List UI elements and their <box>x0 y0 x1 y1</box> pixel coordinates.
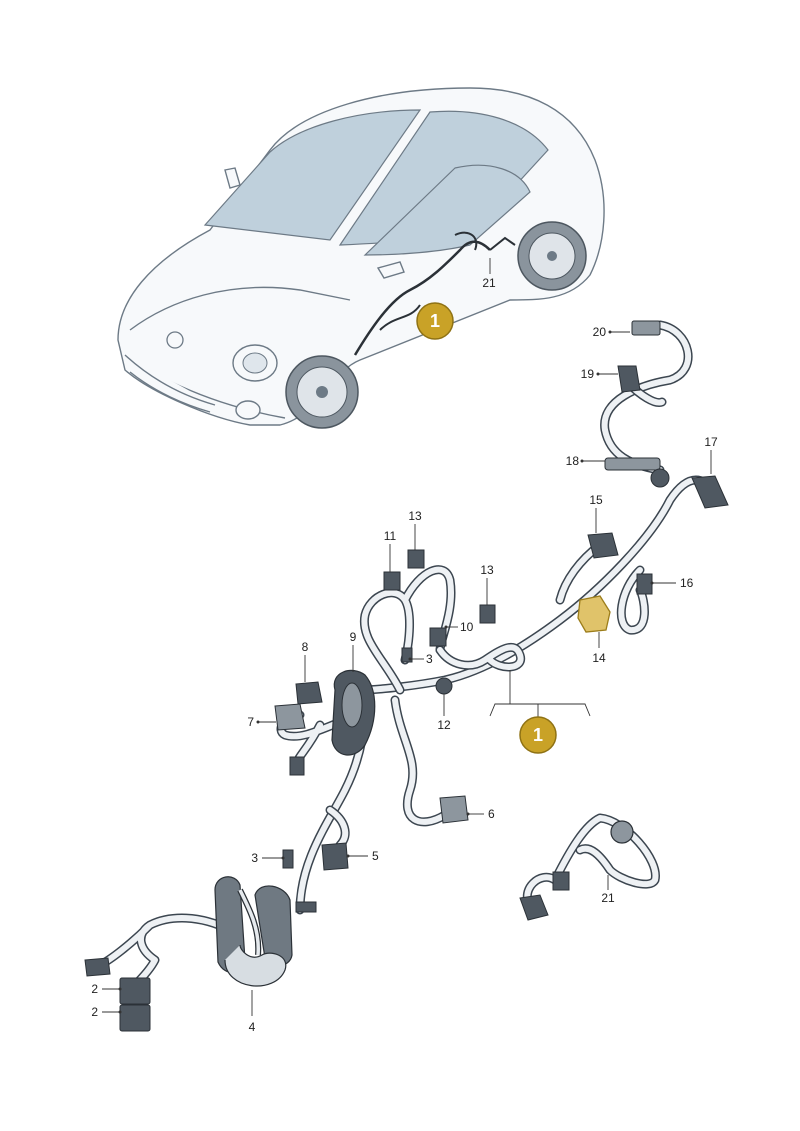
callout-3: 3 <box>251 851 258 865</box>
connector-7 <box>274 703 306 731</box>
callout-2: 2 <box>91 982 98 996</box>
leader-lines <box>102 331 712 1016</box>
connector-17 <box>691 475 729 509</box>
connector-13a <box>407 549 425 569</box>
connector-10 <box>429 627 447 647</box>
callout-21: 21 <box>601 891 615 905</box>
callout-labels: 21 20 19 18 17 15 16 14 13 11 13 10 3 12… <box>91 276 718 1034</box>
callout-18: 18 <box>566 454 580 468</box>
clip-3b <box>282 849 294 869</box>
sleeve-18 <box>604 457 661 471</box>
callout-badge-1-harness: 1 <box>519 716 557 754</box>
connectors <box>84 320 729 1032</box>
callout-4: 4 <box>249 1020 256 1034</box>
connector-19 <box>617 365 641 393</box>
car-illustration <box>117 87 605 429</box>
callout-13: 13 <box>408 509 422 523</box>
badge-label: 1 <box>533 725 543 745</box>
connector-14 <box>577 595 611 633</box>
connector-8 <box>295 681 323 705</box>
callout-3: 3 <box>426 652 433 666</box>
connector-5 <box>321 842 349 871</box>
connector-16 <box>636 573 653 595</box>
callout-12: 12 <box>437 718 451 732</box>
connector-15 <box>587 532 619 559</box>
connector-6 <box>439 795 469 824</box>
connector-2b <box>119 1004 151 1032</box>
connector-11 <box>383 571 401 591</box>
callout-11: 11 <box>384 529 397 543</box>
door-grommet-boot <box>214 876 317 987</box>
callout-20: 20 <box>593 325 607 339</box>
callout-9: 9 <box>350 630 357 644</box>
wiring-part-21 <box>519 813 660 921</box>
callout-2: 2 <box>91 1005 98 1019</box>
callout-13: 13 <box>480 563 494 577</box>
callout-8: 8 <box>302 640 309 654</box>
callout-17: 17 <box>704 435 718 449</box>
callout-10: 10 <box>460 620 474 634</box>
callout-19: 19 <box>581 367 595 381</box>
badge-label: 1 <box>430 311 440 331</box>
callout-16: 16 <box>680 576 694 590</box>
connector-13b <box>479 604 496 624</box>
callout-5: 5 <box>372 849 379 863</box>
callout-21: 21 <box>482 276 496 290</box>
callout-6: 6 <box>488 807 495 821</box>
clip-12 <box>435 677 453 695</box>
connector-20 <box>631 320 661 336</box>
callout-7: 7 <box>247 715 254 729</box>
callout-badge-1-car: 1 <box>416 302 454 340</box>
callout-15: 15 <box>589 493 603 507</box>
grommet-9 <box>331 669 376 756</box>
connector-2a <box>119 977 151 1005</box>
leader-arrowheads <box>118 330 654 1014</box>
clip-3a <box>401 647 413 663</box>
callout-14: 14 <box>592 651 606 665</box>
